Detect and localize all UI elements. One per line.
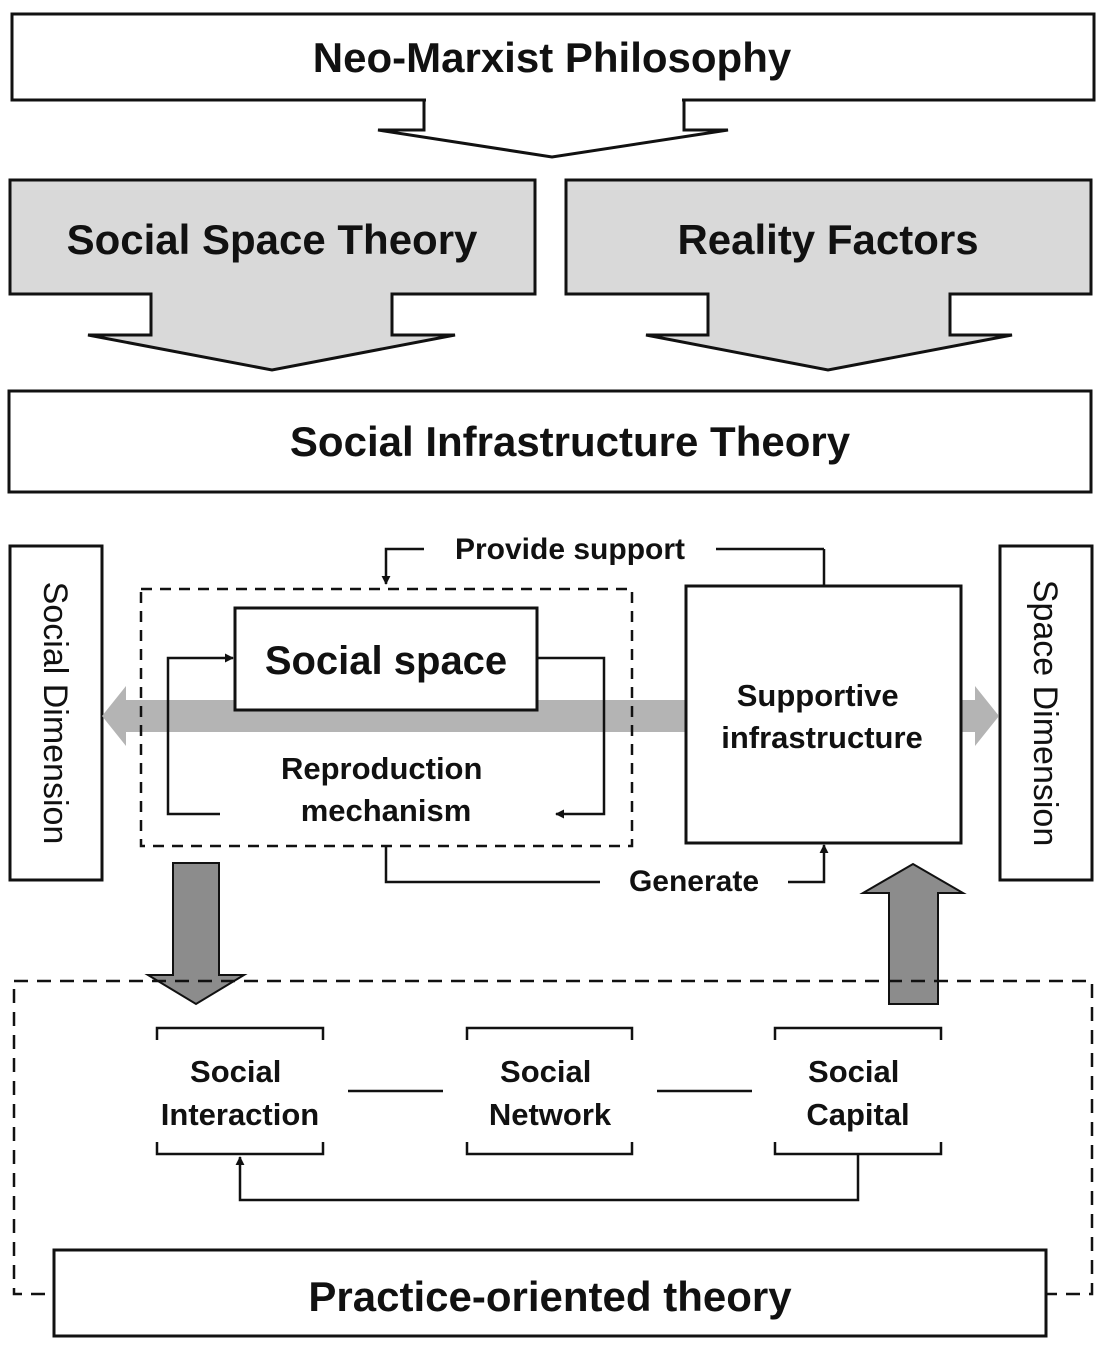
supportive-line2: infrastructure [721,720,923,755]
social-space-theory-box: Social Space Theory [8,178,537,372]
social-infrastructure-theory-label: Social Infrastructure Theory [290,418,851,465]
supportive-infrastructure-box: Supportive infrastructure [684,584,963,845]
capital-to-interaction-arrow [235,1154,860,1202]
reproduction-loop-right-arrow [537,656,606,819]
space-dimension-box: Space Dimension [998,544,1094,882]
neo-marxist-label: Neo-Marxist Philosophy [313,34,792,81]
social-space-theory-label: Social Space Theory [67,216,478,263]
generate-line-left [384,846,600,884]
social-interaction-line1: Social [190,1054,281,1089]
social-capital-node: Social Capital [773,1026,943,1156]
reproduction-mechanism-label: Reproduction mechanism [281,751,491,828]
social-dimension-label: Social Dimension [36,582,74,845]
social-capital-line1: Social [808,1054,899,1089]
reality-factors-label: Reality Factors [677,216,978,263]
social-network-line1: Social [500,1054,591,1089]
social-dimension-box: Social Dimension [8,544,104,882]
practice-oriented-theory-box: Practice-oriented theory [52,1248,1048,1338]
social-network-line2: Network [489,1097,612,1132]
space-dimension-label: Space Dimension [1026,580,1064,846]
supportive-line1: Supportive [737,678,899,713]
social-interaction-line2: Interaction [161,1097,319,1132]
reproduction-loop-left-arrow [166,653,234,816]
reality-factors-box: Reality Factors [564,178,1093,372]
neo-marxist-box: Neo-Marxist Philosophy [10,12,1096,102]
social-infrastructure-theory-box: Social Infrastructure Theory [7,389,1093,494]
supportive-infrastructure-label: Supportive infrastructure [721,678,923,755]
practice-group-dashed [12,979,1094,1296]
social-space-label: Social space [265,639,507,683]
provide-support-label: Provide support [455,533,685,566]
social-network-node: Social Network [465,1026,634,1156]
generate-label: Generate [629,865,759,898]
social-capital-line2: Capital [806,1097,909,1132]
neo-marxist-down-arrow [377,98,729,159]
social-space-box: Social space [233,606,539,712]
social-capital-label: Social Capital [806,1054,909,1132]
reproduction-line1: Reproduction [281,751,483,786]
reproduction-line2: mechanism [301,793,472,828]
arrow-joint-mask [426,98,682,103]
practice-oriented-theory-label: Practice-oriented theory [308,1273,792,1320]
generate-arrow [788,844,829,884]
down-gray-arrow [144,862,248,1006]
provide-support-arrow [381,547,424,585]
social-interaction-label: Social Interaction [161,1054,319,1132]
social-interaction-node: Social Interaction [155,1026,325,1156]
social-network-label: Social Network [489,1054,612,1132]
up-gray-arrow [859,862,967,1005]
